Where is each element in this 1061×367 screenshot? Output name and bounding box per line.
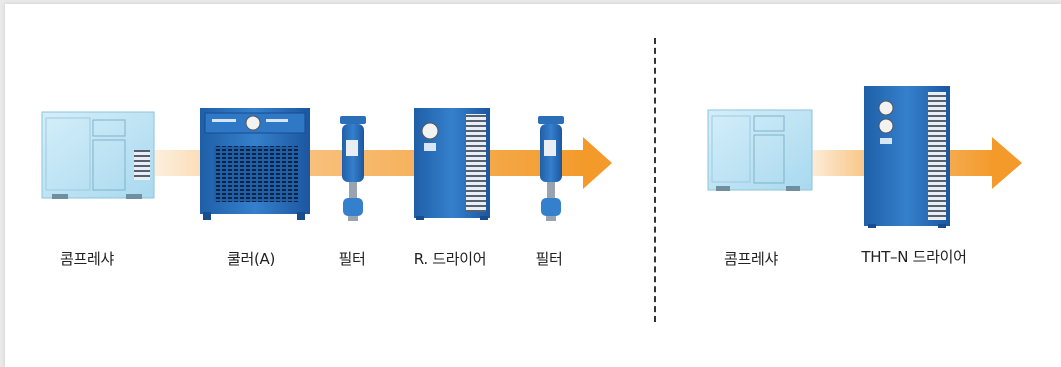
inline-filter-icon	[340, 116, 366, 221]
label-tht-n-dryer: THT–N 드라이어	[861, 248, 967, 266]
label-compressor: 콤프레샤	[59, 250, 115, 268]
tht-n-dryer-icon	[864, 86, 950, 228]
section-divider	[654, 38, 656, 322]
label-compressor: 콤프레샤	[723, 250, 779, 268]
inline-filter-icon	[538, 116, 564, 221]
label-cooler: 쿨러(A)	[226, 250, 276, 268]
air-compressor-icon	[41, 111, 155, 199]
air-cooler-icon	[200, 108, 310, 220]
refrigerated-dryer-icon	[414, 108, 490, 220]
label-filter: 필터	[338, 250, 366, 268]
label-r-dryer: R. 드라이어	[413, 250, 487, 268]
air-compressor-icon	[707, 109, 813, 191]
label-filter: 필터	[535, 250, 563, 268]
